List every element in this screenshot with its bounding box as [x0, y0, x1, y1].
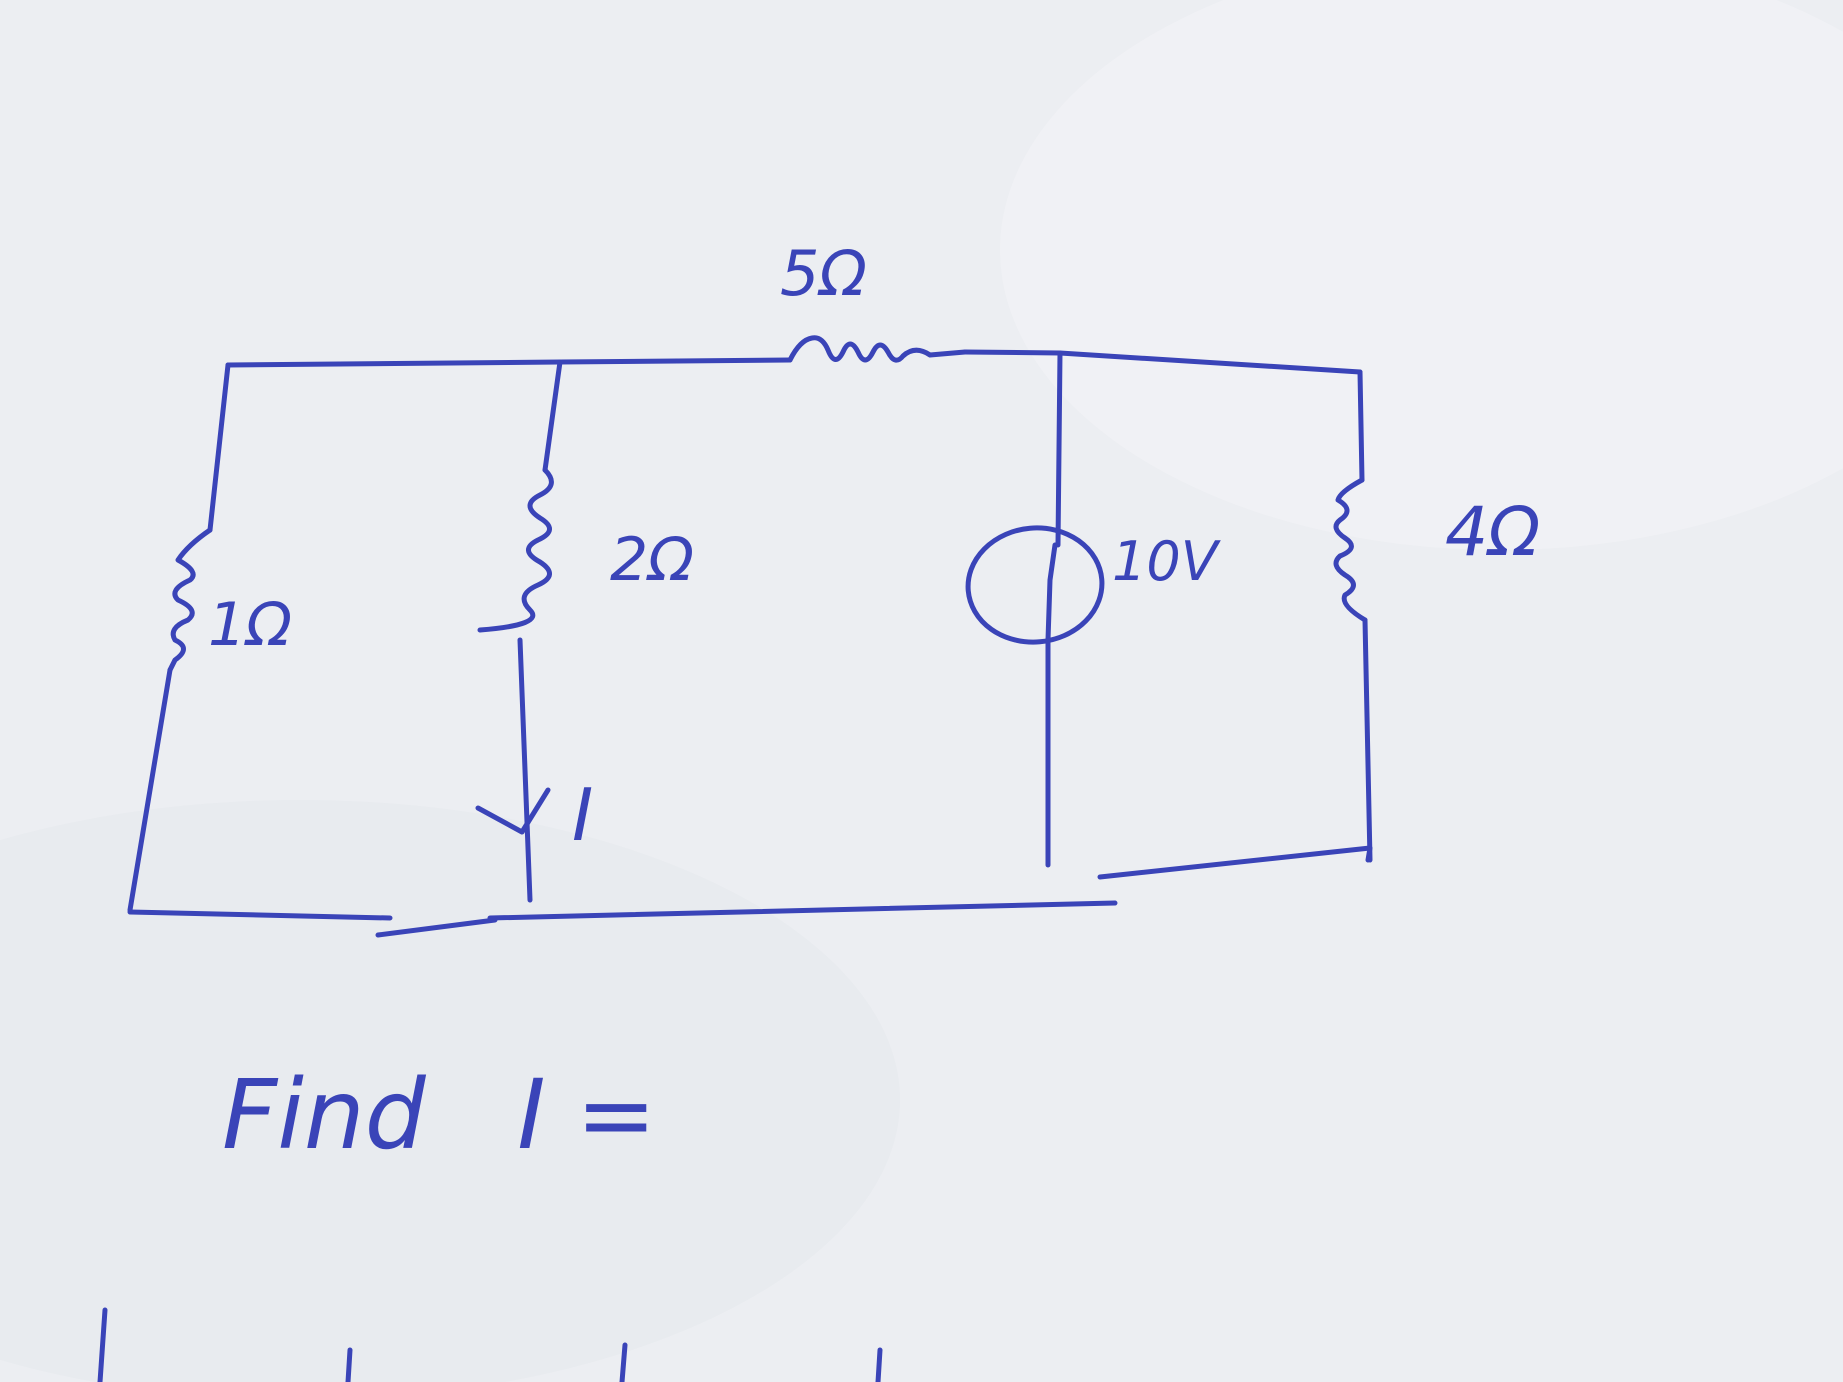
resistor-5ohm	[787, 335, 968, 363]
paper-highlight	[1000, 0, 1843, 550]
source-branch	[965, 350, 1105, 868]
resistor-4ohm	[1333, 477, 1368, 623]
resistor-1ohm	[167, 527, 213, 673]
voltage-source-circle	[965, 525, 1105, 645]
label-10v: 10V	[1112, 530, 1222, 593]
question-text: Find I =	[222, 1059, 656, 1171]
label-4ohm: 4Ω	[1445, 493, 1540, 572]
paper-shadow	[0, 800, 900, 1382]
resistor-2ohm	[477, 467, 554, 633]
right-branch	[1333, 369, 1373, 863]
bottom-wire	[127, 845, 1373, 938]
label-5ohm: 5Ω	[780, 237, 867, 310]
partial-marks-bottom	[97, 1307, 883, 1382]
left-branch	[127, 362, 231, 913]
label-1ohm: 1Ω	[208, 590, 292, 660]
middle-branch	[475, 359, 563, 903]
current-arrow	[475, 787, 551, 835]
label-2ohm: 2Ω	[610, 525, 694, 595]
label-current-i: I	[572, 773, 593, 857]
